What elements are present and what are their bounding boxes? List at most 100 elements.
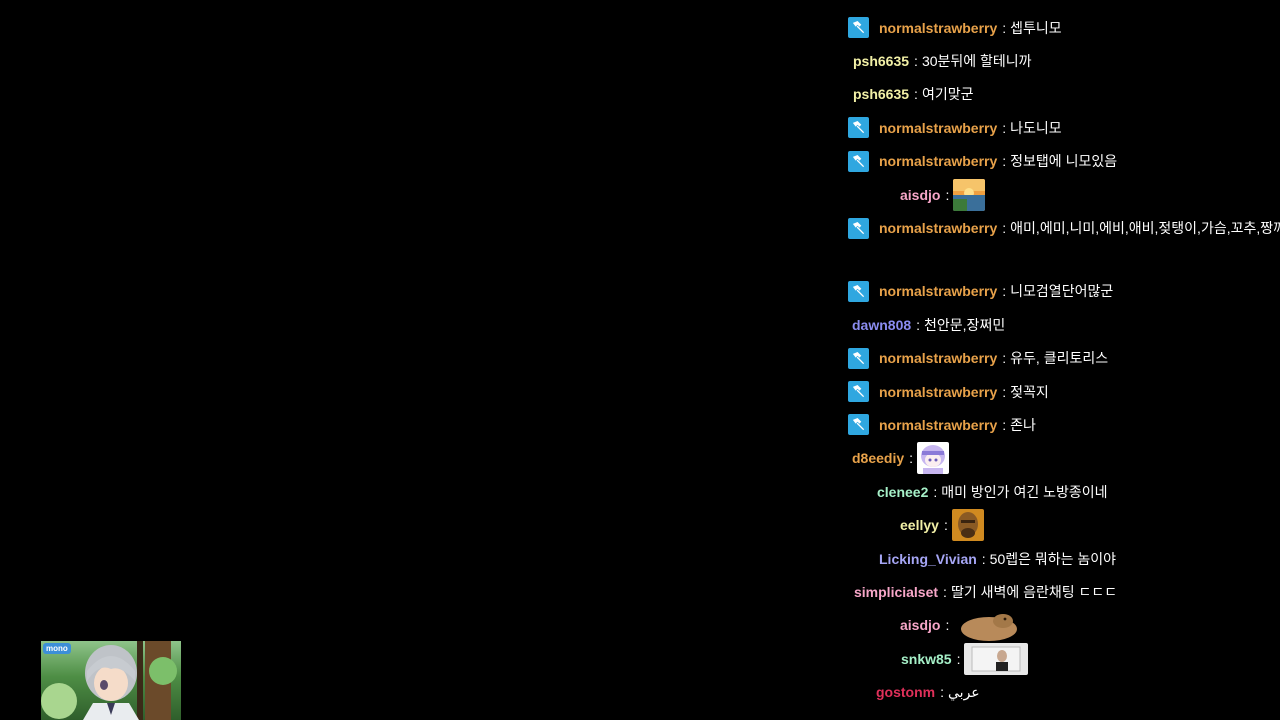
chat-username[interactable]: clenee2 — [877, 483, 929, 500]
chat-message: normalstrawberry:유두, 클리토리스 — [848, 342, 1280, 375]
chat-separator: : — [940, 684, 944, 701]
person-photo-emote — [964, 642, 1029, 675]
chat-username[interactable]: normalstrawberry — [879, 283, 998, 300]
chat-username[interactable]: normalstrawberry — [879, 350, 998, 367]
chat-message: snkw85: — [848, 642, 1280, 675]
chat-username[interactable]: gostonm — [876, 684, 936, 701]
moderator-badge — [848, 217, 869, 239]
moderator-hammer-icon — [852, 21, 865, 34]
chat-text: 정보탭에 니모있음 — [1010, 153, 1118, 170]
chat-message: aisdjo: — [848, 609, 1280, 642]
chat-text: 존나 — [1010, 416, 1036, 433]
chat-text: 50렙은 뭐하는 놈이야 — [989, 550, 1117, 567]
moderator-badge — [848, 347, 869, 369]
chat-text: 매미 방인가 여긴 노방종이네 — [941, 483, 1108, 500]
chat-separator: : — [909, 450, 914, 467]
chat-username[interactable]: psh6635 — [853, 86, 910, 103]
chat-message: normalstrawberry:니모검열단어많군 — [848, 275, 1280, 308]
chat-separator: : — [914, 86, 918, 103]
chat-separator: : — [1002, 19, 1007, 36]
chat-username[interactable]: normalstrawberry — [879, 153, 998, 170]
chat-username[interactable]: normalstrawberry — [879, 383, 998, 400]
stream-thumbnail[interactable]: mono — [41, 641, 181, 720]
moderator-hammer-icon — [852, 221, 865, 234]
chat-text: 니모검열단어많군 — [1010, 283, 1114, 300]
moderator-badge — [848, 414, 869, 436]
moderator-badge — [848, 117, 869, 139]
chat-message: normalstrawberry:존나 — [848, 408, 1280, 441]
chat-message: aisdjo: — [848, 178, 1280, 211]
chat-text: 셉투니모 — [1010, 19, 1062, 36]
chat-separator: : — [1002, 416, 1007, 433]
chat-separator: : — [1002, 350, 1007, 367]
chat-separator: : — [914, 53, 918, 70]
moderator-hammer-icon — [852, 121, 865, 134]
channel-logo: mono — [43, 643, 71, 654]
moderator-hammer-icon — [852, 385, 865, 398]
moderator-badge — [848, 381, 869, 403]
chat-separator: : — [943, 583, 947, 600]
chat-message: normalstrawberry:셉투니모 — [848, 11, 1280, 44]
moderator-badge — [848, 17, 869, 39]
chat-text: 젖꼭지 — [1010, 383, 1049, 400]
moderator-hammer-icon — [852, 284, 865, 298]
chat-message: normalstrawberry:젖꼭지 — [848, 375, 1280, 408]
chat-separator: : — [1002, 220, 1007, 237]
chat-message: eellyy: — [848, 508, 1280, 542]
anime-girl-emote — [917, 442, 950, 475]
moderator-badge — [848, 150, 869, 172]
chat-message: normalstrawberry:나도니모 — [848, 111, 1280, 144]
moderator-hammer-icon — [852, 351, 865, 364]
chat-message: gostonm:عربي — [848, 675, 1280, 708]
chat-username[interactable]: normalstrawberry — [879, 19, 998, 36]
chat-message: psh6635:30분뒤에 할테니까 — [848, 44, 1280, 77]
chat-text: عربي — [948, 683, 980, 700]
chat-username[interactable]: d8eediy — [852, 450, 905, 467]
chat-separator: : — [943, 517, 948, 534]
chat-text: 30분뒤에 할테니까 — [921, 53, 1032, 70]
chat-username[interactable]: aisdjo — [900, 617, 941, 634]
face-emote — [951, 509, 984, 542]
chat-separator: : — [945, 617, 950, 634]
chat-username[interactable]: normalstrawberry — [879, 119, 998, 136]
moderator-badge — [848, 280, 869, 302]
chat-message: d8eediy: — [848, 442, 1280, 475]
chat-message: dawn808:천안문,장쩌민 — [848, 308, 1280, 341]
chat-username[interactable]: aisdjo — [900, 186, 941, 203]
chat-username[interactable]: eellyy — [900, 517, 939, 534]
chat-username[interactable]: psh6635 — [853, 53, 910, 70]
chat-text: 나도니모 — [1010, 119, 1062, 136]
chat-separator: : — [1002, 283, 1007, 300]
chat-separator: : — [945, 186, 950, 203]
chat-separator: : — [1002, 383, 1007, 400]
chat-separator: : — [1002, 153, 1007, 170]
chat-message: normalstrawberry:정보탭에 니모있음 — [848, 145, 1280, 178]
chat-message: psh6635:여기맞군 — [848, 78, 1280, 111]
chat-text: 여기맞군 — [921, 86, 974, 103]
chat-separator: : — [933, 483, 938, 500]
chat-separator: : — [981, 550, 986, 567]
chat-username[interactable]: normalstrawberry — [879, 416, 998, 433]
chat-text: 천안문,장쩌민 — [924, 316, 1006, 333]
chat-message: simplicialset:딸기 새벽에 음란채팅 ㄷㄷㄷ — [848, 575, 1280, 608]
sunset-emote — [953, 178, 986, 211]
chat-username[interactable]: normalstrawberry — [879, 220, 998, 237]
chat-message: clenee2:매미 방인가 여긴 노방종이네 — [848, 475, 1280, 508]
chat-separator: : — [1002, 119, 1007, 136]
chat-message: normalstrawberry:애미,에미,니미,에비,애비,젖탱이,가슴,꼬… — [848, 211, 1280, 244]
chat-message: Licking_Vivian:50렙은 뭐하는 놈이야 — [848, 542, 1280, 575]
chat-username[interactable]: Licking_Vivian — [879, 550, 977, 567]
moderator-hammer-icon — [852, 154, 865, 167]
chat-text: 유두, 클리토리스 — [1010, 350, 1109, 367]
chat-separator: : — [916, 316, 921, 333]
anime-character-image — [41, 641, 177, 720]
chat-username[interactable]: dawn808 — [852, 316, 912, 333]
chat-text: 애미,에미,니미,에비,애비,젖탱이,가슴,꼬추,짱깨 — [1010, 220, 1280, 237]
chat-separator: : — [956, 650, 961, 667]
chat-username[interactable]: snkw85 — [901, 650, 952, 667]
moderator-hammer-icon — [852, 418, 865, 431]
capybara-emote — [953, 609, 1018, 642]
chat-username[interactable]: simplicialset — [854, 583, 939, 600]
chat-text: 딸기 새벽에 음란채팅 ㄷㄷㄷ — [950, 583, 1118, 600]
